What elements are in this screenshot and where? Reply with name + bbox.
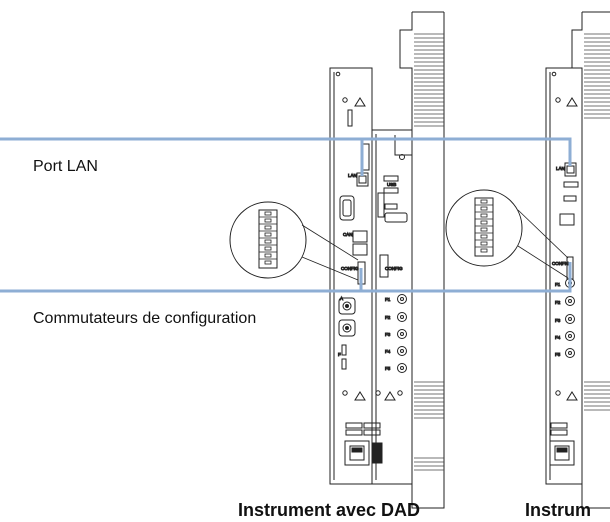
left-instrument-housing bbox=[399, 11, 445, 509]
label-lan-right: LAN bbox=[556, 166, 565, 171]
can-port-icon bbox=[352, 243, 368, 256]
screw-icon bbox=[555, 390, 561, 396]
label-config-right: CONFIG bbox=[552, 261, 570, 266]
config-switches-label: Commutateurs de configuration bbox=[33, 310, 256, 327]
warning-triangle-icon bbox=[566, 391, 578, 401]
right-instrument-housing bbox=[571, 11, 610, 509]
left-instrument-caption: Instrument avec DAD bbox=[238, 500, 420, 520]
right-instrument: LAN CONFIG F1 F2 F3 F4 F5 bbox=[445, 11, 610, 509]
callout-lines bbox=[0, 137, 572, 293]
label-fuse: F bbox=[338, 352, 341, 357]
right-instrument-caption: Instrum bbox=[525, 500, 591, 520]
screw-icon bbox=[342, 390, 348, 396]
screw-icon bbox=[342, 97, 348, 103]
can-port-icon bbox=[352, 230, 368, 243]
serial-connector-icon bbox=[339, 195, 355, 221]
screw-icon bbox=[375, 390, 381, 396]
label-config: CONFIG bbox=[341, 266, 359, 271]
label-f4: F4 bbox=[385, 349, 391, 354]
right-board bbox=[545, 67, 583, 485]
left-power-inlet bbox=[344, 422, 383, 466]
label-config-b: CONFIG bbox=[385, 266, 403, 271]
lan-port-callout-line bbox=[0, 137, 572, 176]
label-f5: F5 bbox=[385, 366, 391, 371]
label-f5-right: F5 bbox=[555, 352, 561, 357]
warning-triangle-icon bbox=[384, 391, 396, 401]
label-f4-right: F4 bbox=[555, 335, 561, 340]
warning-triangle-icon bbox=[354, 97, 366, 107]
label-f2-right: F2 bbox=[555, 300, 561, 305]
lan-port-label: Port LAN bbox=[33, 158, 98, 175]
config-switch-callout-line bbox=[0, 262, 572, 293]
label-lan: LAN bbox=[348, 173, 357, 178]
label-f1-right: F1 bbox=[555, 282, 561, 287]
left-instrument: LAN USB CAN CONFIG CONFIG F1 F2 F3 F4 F5… bbox=[229, 11, 445, 509]
label-f2: F2 bbox=[385, 315, 391, 320]
warning-triangle-icon bbox=[354, 391, 366, 401]
label-f1: F1 bbox=[385, 297, 391, 302]
left-magnifier bbox=[229, 201, 359, 281]
left-board-a bbox=[329, 67, 373, 485]
label-f3: F3 bbox=[385, 332, 391, 337]
label-usb: USB bbox=[387, 182, 396, 187]
left-board-b bbox=[371, 129, 413, 485]
label-can: CAN bbox=[343, 232, 353, 237]
screw-icon bbox=[555, 97, 561, 103]
right-magnifier bbox=[445, 189, 569, 279]
warning-triangle-icon bbox=[566, 97, 578, 107]
screw-icon bbox=[397, 390, 403, 396]
left-connectors bbox=[339, 143, 370, 285]
can-port-icon bbox=[559, 213, 575, 226]
label-f3-right: F3 bbox=[555, 318, 561, 323]
label-analog: A bbox=[340, 296, 343, 301]
